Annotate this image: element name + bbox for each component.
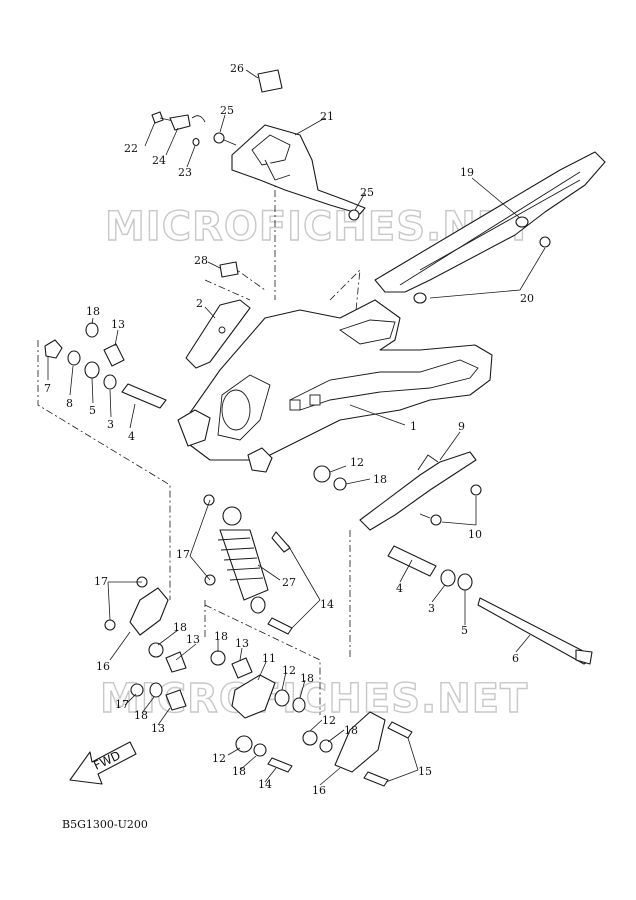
callout-25-b: 25 [360, 186, 374, 199]
relay-arm-16-left [104, 576, 169, 636]
callout-28: 28 [194, 254, 208, 267]
callout-27: 27 [282, 576, 296, 589]
callout-23: 23 [178, 166, 192, 179]
callout-18-a: 18 [86, 305, 100, 318]
callout-5-left: 5 [89, 404, 96, 417]
callout-14-a: 14 [320, 598, 334, 611]
callout-3-left: 3 [107, 418, 114, 431]
callout-12-d: 12 [212, 752, 226, 765]
callout-14-b: 14 [258, 778, 272, 791]
callout-21: 21 [320, 110, 334, 123]
callout-7: 7 [44, 382, 51, 395]
forward-arrow-icon: FWD [69, 741, 137, 785]
right-axle-parts [387, 545, 593, 665]
callout-4-left: 4 [128, 430, 135, 443]
fasteners-upper [151, 111, 360, 221]
relay-arm-16-right [334, 711, 413, 787]
callout-1: 1 [410, 420, 417, 433]
swingarm-1 [177, 299, 493, 473]
callout-17-b: 17 [94, 575, 108, 588]
callout-11: 11 [262, 652, 276, 665]
callout-2: 2 [196, 297, 203, 310]
leader-lines [47, 69, 546, 786]
callout-13-a: 13 [111, 318, 125, 331]
callout-16-left: 16 [96, 660, 110, 673]
callout-18-e: 18 [300, 672, 314, 685]
callout-9: 9 [458, 420, 465, 433]
callout-20: 20 [520, 292, 534, 305]
label-plate-26 [257, 69, 283, 93]
callout-18-h: 18 [232, 765, 246, 778]
callout-25-a: 25 [220, 104, 234, 117]
callout-19: 19 [460, 166, 474, 179]
chain-slider-9 [359, 451, 482, 531]
callout-18-g: 18 [344, 724, 358, 737]
callout-18-c: 18 [173, 621, 187, 634]
callout-13-b: 13 [186, 633, 200, 646]
label-28 [219, 261, 239, 278]
callout-18-b: 18 [373, 473, 387, 486]
callout-3-right: 3 [428, 602, 435, 615]
callout-26: 26 [230, 62, 244, 75]
watermark-bottom: MICROFICHES.NET [100, 676, 528, 722]
callout-10: 10 [468, 528, 482, 541]
callout-17-c: 17 [115, 698, 129, 711]
callout-8: 8 [66, 397, 73, 410]
rear-shock-27 [203, 494, 293, 635]
callout-12-a: 12 [350, 456, 364, 469]
plate-2 [185, 299, 251, 369]
chain-guard-19 [374, 151, 606, 304]
callout-12-c: 12 [322, 714, 336, 727]
callout-13-c: 13 [235, 637, 249, 650]
callout-17-a: 17 [176, 548, 190, 561]
callout-18-f: 18 [134, 709, 148, 722]
callout-6: 6 [512, 652, 519, 665]
callout-15: 15 [418, 765, 432, 778]
callout-13-d: 13 [151, 722, 165, 735]
assembly-lines [37, 175, 361, 715]
callout-18-d: 18 [214, 630, 228, 643]
callout-16-right: 16 [312, 784, 326, 797]
callout-4-right: 4 [396, 582, 403, 595]
right-pivot-parts [313, 465, 347, 491]
callout-24: 24 [152, 154, 166, 167]
cover-21 [231, 124, 366, 215]
callout-12-b: 12 [282, 664, 296, 677]
callout-numbers: 1 2 3 3 4 4 5 5 6 7 8 9 10 11 12 12 12 1… [44, 62, 534, 797]
callout-5-right: 5 [461, 624, 468, 637]
left-pivot-parts [44, 322, 167, 409]
callout-22: 22 [124, 142, 138, 155]
diagram-code-label: B5G1300-U200 [62, 818, 148, 831]
